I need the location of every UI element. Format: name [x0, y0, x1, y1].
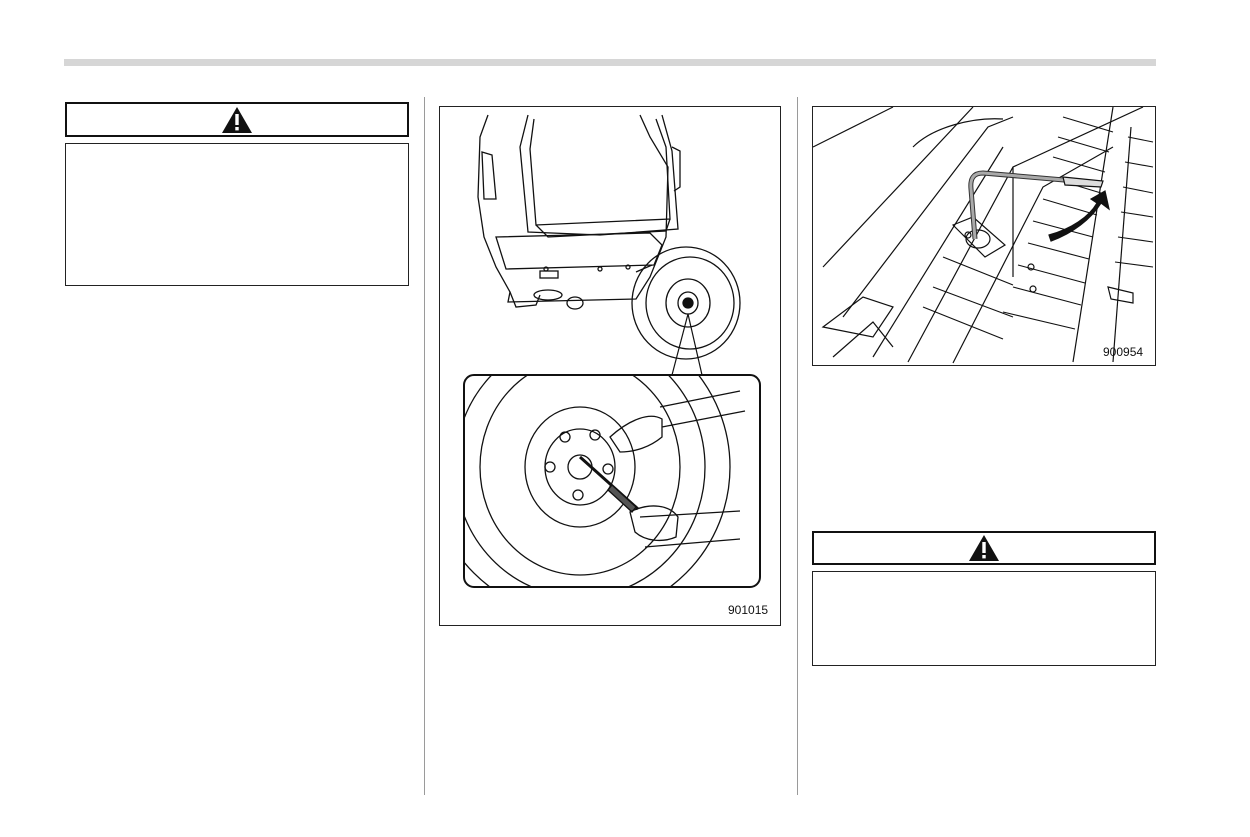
warning-triangle-icon [222, 106, 252, 133]
column-divider-left [424, 97, 425, 795]
warning-header-right [812, 531, 1156, 565]
figure-code: 900954 [1103, 345, 1144, 359]
figure-spare-tire: 901015 [439, 106, 781, 626]
figure-jack-handle: 900954 [812, 106, 1156, 366]
warning-body-left [65, 143, 409, 286]
jack-handle-illustration [813, 107, 1154, 364]
spare-tire-illustration [463, 114, 761, 588]
warning-header-left [65, 102, 409, 137]
column-divider-right [797, 97, 798, 795]
figure-code: 901015 [728, 603, 769, 617]
top-rule [64, 59, 1156, 66]
warning-triangle-icon [969, 535, 999, 561]
warning-body-right [812, 571, 1156, 666]
